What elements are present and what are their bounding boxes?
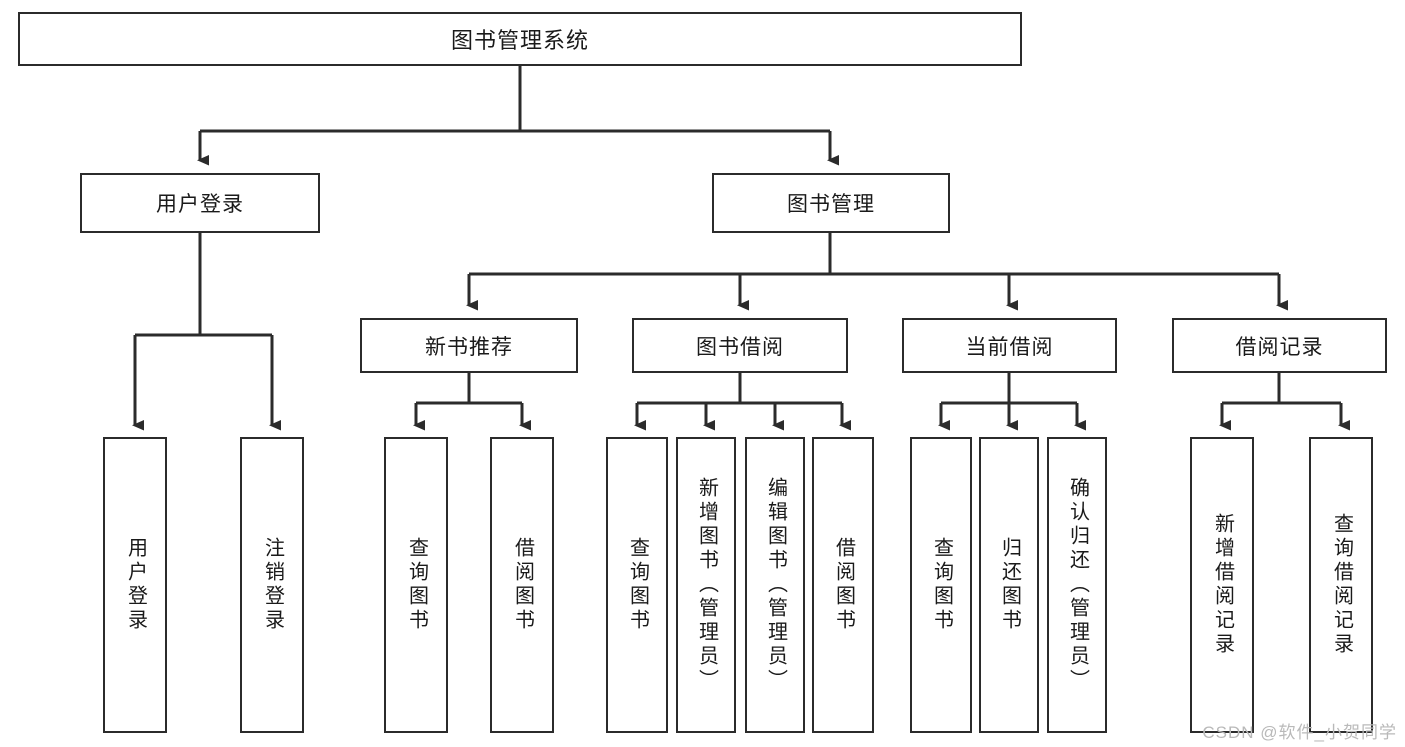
node-book-management-label: 图书管理 bbox=[787, 193, 875, 216]
leaf-current-borrow-return[interactable]: 归还图书 bbox=[979, 437, 1039, 733]
leaf-label: 查询图书 bbox=[626, 537, 649, 633]
leaf-book-borrow-edit[interactable]: 编辑图书（管理员） bbox=[745, 437, 805, 733]
leaf-user-login-logout[interactable]: 注销登录 bbox=[240, 437, 304, 733]
leaf-current-borrow-confirm[interactable]: 确认归还（管理员） bbox=[1047, 437, 1107, 733]
csdn-watermark: CSDN @软件_小贺同学 bbox=[1202, 723, 1397, 742]
node-borrow-records-label: 借阅记录 bbox=[1235, 335, 1324, 359]
node-current-borrow-label: 当前借阅 bbox=[965, 335, 1054, 359]
leaf-current-borrow-query[interactable]: 查询图书 bbox=[910, 437, 972, 733]
node-root[interactable]: 图书管理系统 bbox=[18, 12, 1022, 66]
leaf-new-book-query[interactable]: 查询图书 bbox=[384, 437, 448, 733]
leaf-label: 新增图书（管理员） bbox=[695, 477, 718, 693]
node-book-borrow[interactable]: 图书借阅 bbox=[632, 318, 848, 373]
leaf-label: 注销登录 bbox=[261, 537, 284, 633]
leaf-label: 借阅图书 bbox=[832, 537, 855, 633]
leaf-label: 查询图书 bbox=[405, 537, 428, 633]
node-new-book-recommend-label: 新书推荐 bbox=[425, 335, 513, 359]
leaf-label: 查询图书 bbox=[930, 537, 953, 633]
leaf-label: 确认归还（管理员） bbox=[1066, 477, 1089, 693]
leaf-borrow-record-add[interactable]: 新增借阅记录 bbox=[1190, 437, 1254, 733]
node-user-login[interactable]: 用户登录 bbox=[80, 173, 320, 233]
leaf-label: 用户登录 bbox=[124, 537, 147, 633]
node-new-book-recommend[interactable]: 新书推荐 bbox=[360, 318, 578, 373]
node-user-login-label: 用户登录 bbox=[156, 193, 244, 216]
leaf-user-login-login[interactable]: 用户登录 bbox=[103, 437, 167, 733]
node-root-label: 图书管理系统 bbox=[450, 28, 589, 53]
leaf-book-borrow-borrow[interactable]: 借阅图书 bbox=[812, 437, 874, 733]
node-borrow-records[interactable]: 借阅记录 bbox=[1172, 318, 1387, 373]
node-book-borrow-label: 图书借阅 bbox=[696, 335, 784, 359]
leaf-label: 查询借阅记录 bbox=[1330, 513, 1353, 657]
leaf-borrow-record-query[interactable]: 查询借阅记录 bbox=[1309, 437, 1373, 733]
node-book-management[interactable]: 图书管理 bbox=[712, 173, 950, 233]
leaf-label: 编辑图书（管理员） bbox=[764, 477, 787, 693]
leaf-label: 新增借阅记录 bbox=[1211, 513, 1234, 657]
leaf-label: 归还图书 bbox=[998, 537, 1021, 633]
leaf-book-borrow-query[interactable]: 查询图书 bbox=[606, 437, 668, 733]
leaf-label: 借阅图书 bbox=[511, 537, 534, 633]
node-current-borrow[interactable]: 当前借阅 bbox=[902, 318, 1117, 373]
leaf-new-book-borrow[interactable]: 借阅图书 bbox=[490, 437, 554, 733]
leaf-book-borrow-add[interactable]: 新增图书（管理员） bbox=[676, 437, 736, 733]
